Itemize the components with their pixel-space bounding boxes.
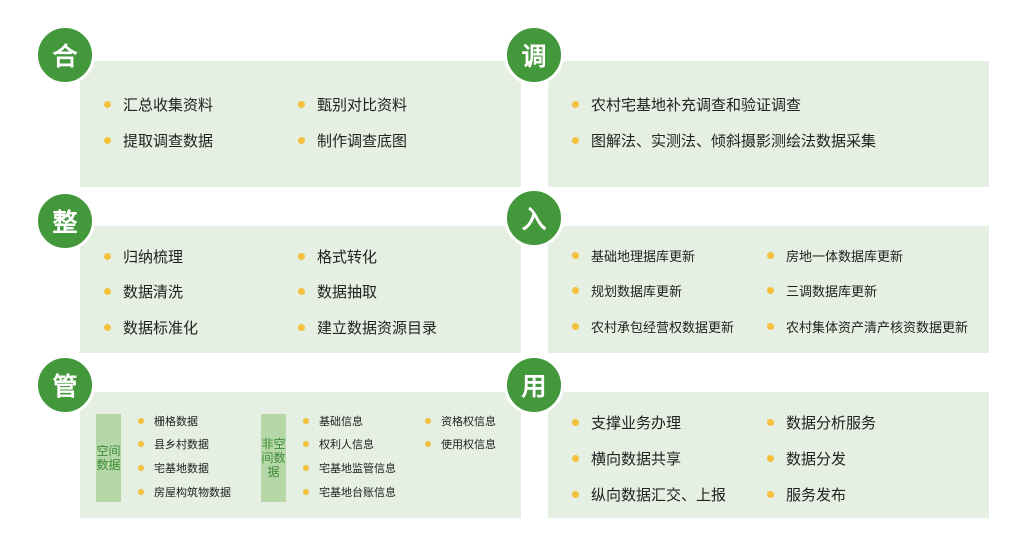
yong-item-4: 数据分发 bbox=[767, 448, 846, 469]
spatial-item-3: 宅基地数据 bbox=[138, 460, 209, 476]
spatial-item-1: 栅格数据 bbox=[138, 413, 198, 429]
nonspatial-item-2: 资格权信息 bbox=[425, 413, 496, 429]
bullet-dot-icon bbox=[425, 441, 431, 447]
bullet-dot-icon bbox=[767, 455, 774, 462]
bullet-dot-icon bbox=[303, 489, 309, 495]
zheng-item-1: 归纳梳理 bbox=[104, 246, 183, 267]
zheng-item-2: 格式转化 bbox=[298, 246, 377, 267]
nonspatial-item-3: 权利人信息 bbox=[303, 436, 374, 452]
bullet-dot-icon bbox=[572, 323, 579, 330]
nonspatial-data-label: 非空间数据 bbox=[261, 414, 286, 502]
nonspatial-item-4: 使用权信息 bbox=[425, 436, 496, 452]
bullet-dot-icon bbox=[572, 252, 579, 259]
nonspatial-item-5: 宅基地监管信息 bbox=[303, 460, 396, 476]
nonspatial-item-1: 基础信息 bbox=[303, 413, 363, 429]
yong-item-6: 服务发布 bbox=[767, 484, 846, 505]
bullet-dot-icon bbox=[572, 287, 579, 294]
bullet-dot-icon bbox=[138, 465, 144, 471]
ru-item-5: 农村承包经营权数据更新 bbox=[572, 317, 734, 336]
bullet-dot-icon bbox=[767, 419, 774, 426]
bullet-dot-icon bbox=[138, 418, 144, 424]
bullet-dot-icon bbox=[303, 441, 309, 447]
bullet-dot-icon bbox=[767, 252, 774, 259]
badge-diao: 调 bbox=[504, 25, 564, 85]
nonspatial-item-6: 宅基地台账信息 bbox=[303, 484, 396, 500]
ru-item-6: 农村集体资产清产核资数据更新 bbox=[767, 317, 968, 336]
badge-zheng: 整 bbox=[35, 191, 95, 251]
panel-guan bbox=[80, 392, 521, 518]
spatial-item-2: 县乡村数据 bbox=[138, 436, 209, 452]
zheng-item-5: 数据标准化 bbox=[104, 317, 198, 338]
yong-item-1: 支撑业务办理 bbox=[572, 412, 681, 433]
bullet-dot-icon bbox=[767, 491, 774, 498]
zheng-item-6: 建立数据资源目录 bbox=[298, 317, 437, 338]
ru-item-3: 规划数据库更新 bbox=[572, 281, 682, 300]
spatial-data-label: 空间数据 bbox=[96, 414, 121, 502]
yong-item-3: 横向数据共享 bbox=[572, 448, 681, 469]
bullet-dot-icon bbox=[104, 324, 111, 331]
bullet-dot-icon bbox=[104, 137, 111, 144]
bullet-dot-icon bbox=[104, 288, 111, 295]
panel-he bbox=[80, 61, 521, 187]
ru-item-4: 三调数据库更新 bbox=[767, 281, 877, 300]
he-item-4: 制作调查底图 bbox=[298, 130, 407, 151]
bullet-dot-icon bbox=[298, 101, 305, 108]
panel-diao bbox=[548, 61, 989, 187]
bullet-dot-icon bbox=[104, 253, 111, 260]
he-item-2: 甄别对比资料 bbox=[298, 94, 407, 115]
he-item-3: 提取调查数据 bbox=[104, 130, 213, 151]
bullet-dot-icon bbox=[138, 441, 144, 447]
bullet-dot-icon bbox=[572, 419, 579, 426]
badge-ru: 入 bbox=[504, 188, 564, 248]
bullet-dot-icon bbox=[298, 137, 305, 144]
zheng-item-4: 数据抽取 bbox=[298, 281, 377, 302]
bullet-dot-icon bbox=[303, 465, 309, 471]
zheng-item-3: 数据清洗 bbox=[104, 281, 183, 302]
ru-item-1: 基础地理据库更新 bbox=[572, 246, 695, 265]
bullet-dot-icon bbox=[298, 253, 305, 260]
bullet-dot-icon bbox=[572, 491, 579, 498]
spatial-item-4: 房屋构筑物数据 bbox=[138, 484, 231, 500]
diao-item-1: 农村宅基地补充调查和验证调查 bbox=[572, 94, 801, 115]
he-item-1: 汇总收集资料 bbox=[104, 94, 213, 115]
bullet-dot-icon bbox=[572, 101, 579, 108]
bullet-dot-icon bbox=[425, 418, 431, 424]
yong-item-2: 数据分析服务 bbox=[767, 412, 876, 433]
bullet-dot-icon bbox=[298, 288, 305, 295]
bullet-dot-icon bbox=[104, 101, 111, 108]
bullet-dot-icon bbox=[572, 137, 579, 144]
bullet-dot-icon bbox=[138, 489, 144, 495]
bullet-dot-icon bbox=[298, 324, 305, 331]
badge-yong: 用 bbox=[504, 355, 564, 415]
bullet-dot-icon bbox=[767, 323, 774, 330]
badge-guan: 管 bbox=[35, 355, 95, 415]
diao-item-2: 图解法、实测法、倾斜摄影测绘法数据采集 bbox=[572, 130, 876, 151]
bullet-dot-icon bbox=[303, 418, 309, 424]
bullet-dot-icon bbox=[767, 287, 774, 294]
badge-he: 合 bbox=[35, 25, 95, 85]
yong-item-5: 纵向数据汇交、上报 bbox=[572, 484, 726, 505]
ru-item-2: 房地一体数据库更新 bbox=[767, 246, 903, 265]
bullet-dot-icon bbox=[572, 455, 579, 462]
